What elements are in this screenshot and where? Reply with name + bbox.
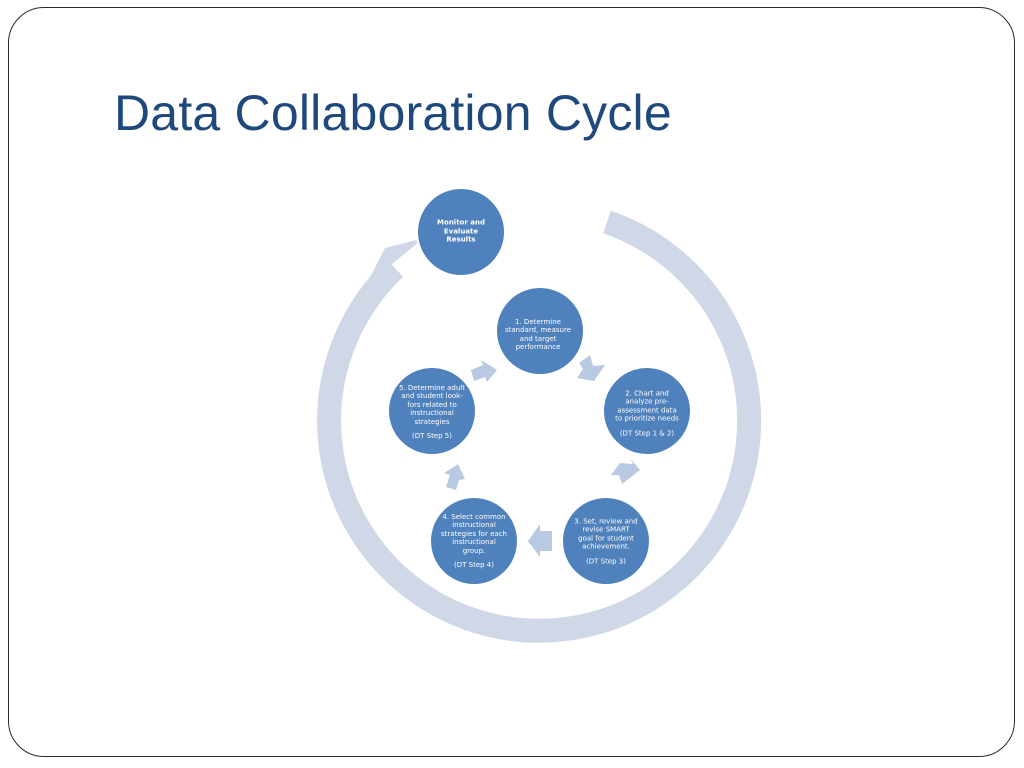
node-step-3-label: 3. Set, review and revise SMART goal for… [574, 516, 638, 551]
arrow-step1-to-step2 [577, 355, 605, 381]
node-step-3-text: 3. Set, review and revise SMART goal for… [574, 508, 637, 574]
arrow-step5-to-step1 [471, 360, 497, 382]
node-step-5 [387, 366, 477, 456]
node-step-1 [495, 286, 585, 376]
node-step-4 [429, 496, 519, 586]
node-step-4-text: 4. Select common instructional strategie… [441, 504, 507, 578]
node-step-1-text: 1. Determine standard, measure and targe… [505, 309, 571, 352]
node-step-2-ref: (DT Step 1 & 2) [619, 428, 675, 437]
node-step-2-text: 2. Chart and analyze pre- assessment dat… [615, 380, 679, 446]
node-step-3-ref: (DT Step 3) [586, 556, 626, 565]
node-step-5-label: 5. Determine adult and student look- for… [399, 383, 465, 426]
node-step-5-ref: (DT Step 5) [412, 432, 452, 440]
slide-title: Data Collaboration Cycle [114, 85, 672, 141]
node-step-4-ref: (DT Step 4) [454, 561, 494, 569]
node-step-2-label: 2. Chart and analyze pre- assessment dat… [615, 388, 679, 423]
arrow-step2-to-step3 [611, 458, 640, 484]
outer-cycle-arrow [317, 210, 762, 643]
node-step-5-text: 5. Determine adult and student look- for… [399, 375, 465, 449]
node-monitor-evaluate-label: Monitor and Evaluate Results [437, 218, 485, 244]
node-step-4-label: 4. Select common instructional strategie… [441, 512, 507, 555]
node-step-1-label: 1. Determine standard, measure and targe… [504, 317, 572, 351]
node-monitor-evaluate [416, 187, 506, 277]
arrow-step3-to-step4 [528, 524, 552, 557]
node-step-2 [602, 366, 692, 456]
outer-cycle-arrowhead [366, 238, 424, 285]
arrow-step4-to-step5 [444, 464, 465, 490]
node-step-3 [561, 496, 651, 586]
